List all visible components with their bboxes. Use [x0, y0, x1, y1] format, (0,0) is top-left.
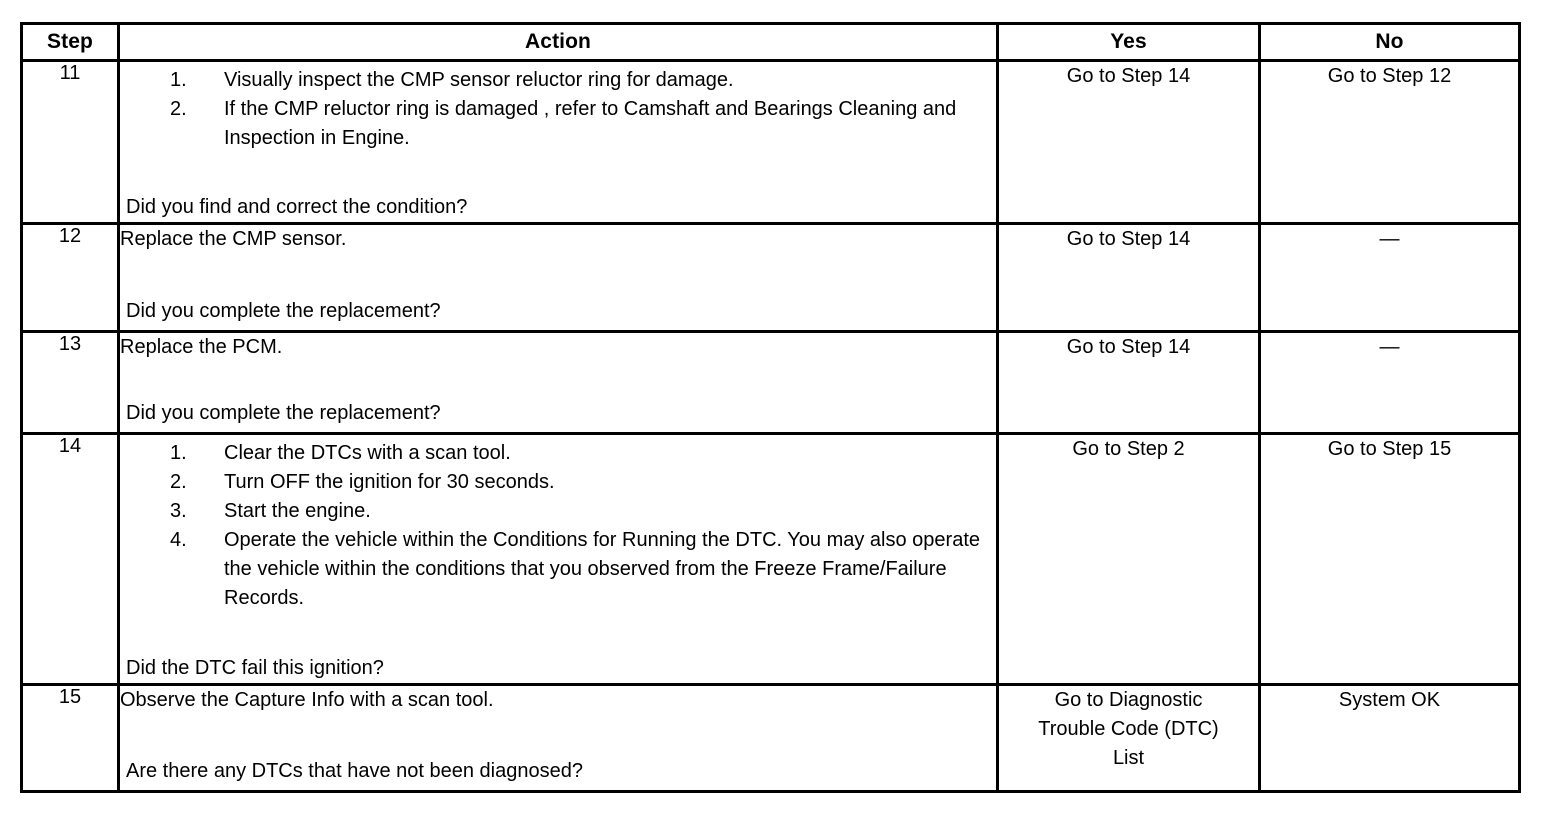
yes-cell: Go to Diagnostic Trouble Code (DTC) List [996, 683, 1261, 793]
yes-cell: Go to Step 14 [996, 222, 1261, 333]
table-row: 15 Observe the Capture Info with a scan … [20, 683, 1521, 793]
list-item-text: Operate the vehicle within the Condition… [224, 529, 980, 609]
column-header-no: No [1258, 22, 1521, 62]
table-row: 14 1. Clear the DTCs with a scan tool. 2… [20, 432, 1521, 686]
no-cell: System OK [1258, 683, 1521, 793]
column-header-yes: Yes [996, 22, 1261, 62]
list-item-text: Visually inspect the CMP sensor reluctor… [224, 69, 734, 91]
list-item-number: 1. [170, 69, 187, 91]
no-cell: Go to Step 12 [1258, 59, 1521, 225]
action-question: Did you find and correct the condition? [126, 196, 468, 218]
list-item-number: 4. [170, 529, 187, 551]
list-item: 1. Visually inspect the CMP sensor reluc… [120, 66, 996, 95]
step-number: 14 [20, 432, 120, 686]
action-cell: 1. Clear the DTCs with a scan tool. 2. T… [117, 432, 999, 686]
column-header-step: Step [20, 22, 120, 62]
action-step-list: 1. Visually inspect the CMP sensor reluc… [120, 66, 996, 153]
yes-cell: Go to Step 14 [996, 59, 1261, 225]
list-item: 2. If the CMP reluctor ring is damaged ,… [120, 95, 996, 153]
list-item-text: Start the engine. [224, 500, 371, 522]
action-statement: Replace the CMP sensor. [120, 228, 347, 250]
action-statement: Replace the PCM. [120, 336, 283, 358]
list-item: 4. Operate the vehicle within the Condit… [120, 526, 996, 613]
yes-cell: Go to Step 2 [996, 432, 1261, 686]
step-number: 12 [20, 222, 120, 333]
action-cell: Observe the Capture Info with a scan too… [117, 683, 999, 793]
action-question: Are there any DTCs that have not been di… [126, 760, 583, 782]
list-item-number: 1. [170, 442, 187, 464]
list-item: 3. Start the engine. [120, 497, 996, 526]
diagnostic-procedure-table: Step Action Yes No 11 1. Visually inspec… [20, 22, 1521, 793]
table-header-row: Step Action Yes No [20, 22, 1521, 62]
step-number: 11 [20, 59, 120, 225]
step-number: 13 [20, 330, 120, 435]
list-item: 1. Clear the DTCs with a scan tool. [120, 439, 996, 468]
list-item-text: If the CMP reluctor ring is damaged , re… [224, 98, 957, 149]
action-cell: Replace the PCM. Did you complete the re… [117, 330, 999, 435]
yes-cell: Go to Step 14 [996, 330, 1261, 435]
column-header-action: Action [117, 22, 999, 62]
action-statement: Observe the Capture Info with a scan too… [120, 689, 494, 711]
action-question: Did you complete the replacement? [126, 300, 441, 322]
yes-line: Trouble Code (DTC) [1038, 718, 1219, 740]
list-item-text: Turn OFF the ignition for 30 seconds. [224, 471, 555, 493]
no-cell: Go to Step 15 [1258, 432, 1521, 686]
step-number: 15 [20, 683, 120, 793]
list-item-number: 2. [170, 471, 187, 493]
action-cell: 1. Visually inspect the CMP sensor reluc… [117, 59, 999, 225]
table-row: 13 Replace the PCM. Did you complete the… [20, 330, 1521, 435]
table-row: 12 Replace the CMP sensor. Did you compl… [20, 222, 1521, 333]
table-row: 11 1. Visually inspect the CMP sensor re… [20, 59, 1521, 225]
action-step-list: 1. Clear the DTCs with a scan tool. 2. T… [120, 439, 996, 613]
no-cell: — [1258, 222, 1521, 333]
action-question: Did the DTC fail this ignition? [126, 657, 384, 679]
yes-line: List [1112, 747, 1145, 769]
list-item-number: 2. [170, 98, 187, 120]
list-item-text: Clear the DTCs with a scan tool. [224, 442, 511, 464]
yes-line: Go to Diagnostic [1054, 689, 1203, 711]
action-cell: Replace the CMP sensor. Did you complete… [117, 222, 999, 333]
no-cell: — [1258, 330, 1521, 435]
list-item-number: 3. [170, 500, 187, 522]
action-question: Did you complete the replacement? [126, 402, 441, 424]
list-item: 2. Turn OFF the ignition for 30 seconds. [120, 468, 996, 497]
